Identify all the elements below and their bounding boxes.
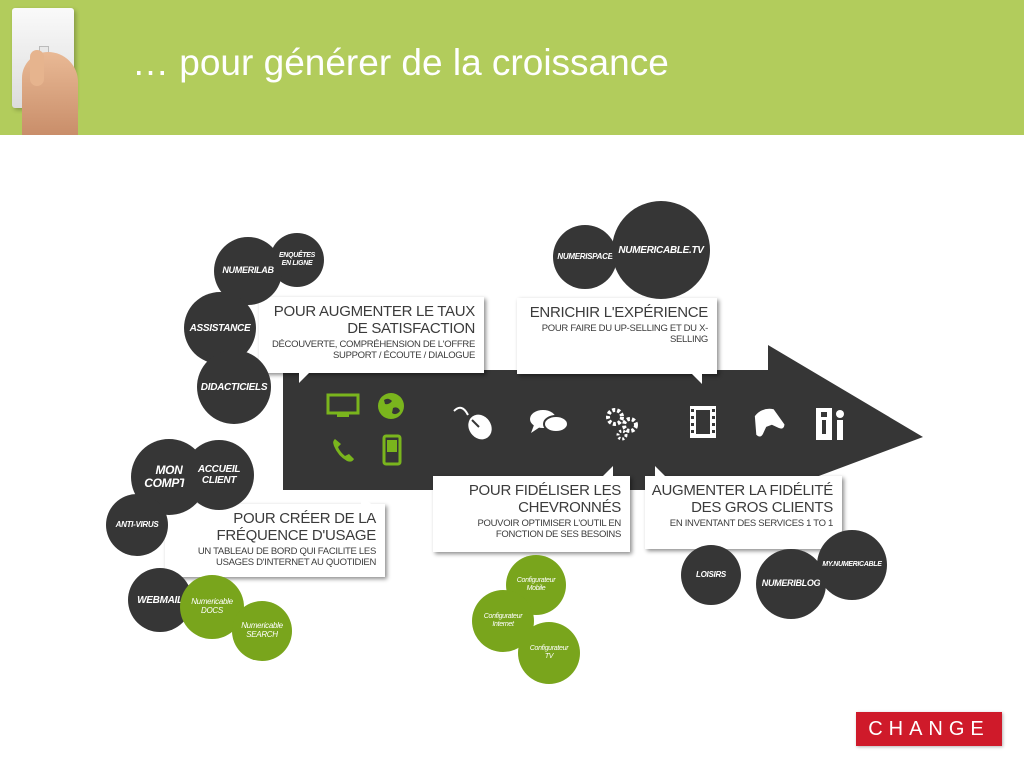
satisfaction-subtitle: Découverte, compréhension de l'offre sup… bbox=[271, 339, 475, 361]
bubble-mon-compte-label: MON COMPTE bbox=[144, 462, 194, 490]
chevronnes-subtitle: Pouvoir optimiser l'outil en fonction de… bbox=[477, 518, 621, 540]
gamepad-icon bbox=[754, 408, 785, 437]
experience-subtitle: Pour faire du up-selling et du x-selling bbox=[541, 323, 709, 345]
bubble-didacticiels-label: DIDACTICIELS bbox=[200, 381, 268, 393]
chat-icon bbox=[530, 410, 569, 433]
bubble-my-numericable-label: MY.NUMERICABLE bbox=[822, 561, 882, 569]
bubble-numericable-tv: NUMERICABLE.TV bbox=[612, 201, 710, 299]
frequence-title: Pour créer de la fréquence d'usage bbox=[216, 510, 377, 544]
callout-pointer bbox=[603, 466, 613, 476]
bubble-configurateur-tv-label: Configurateur TV bbox=[529, 645, 569, 660]
bubble-anti-virus-label: ANTI-VIRUS bbox=[115, 519, 159, 529]
chevronnes-callout: Pour fidéliser les chevronnés Pouvoir op… bbox=[433, 466, 630, 552]
globe-icon bbox=[378, 393, 404, 419]
bubble-loisirs-label: LOISIRS bbox=[696, 569, 726, 579]
bubble-enquetes-label: ENQUÊTES EN LIGNE bbox=[278, 252, 316, 267]
experience-callout: Enrichir l'expérience Pour faire du up-s… bbox=[517, 298, 717, 384]
mouse-icon bbox=[453, 406, 492, 440]
frequence-callout: Pour créer de la fréquence d'usage Un ta… bbox=[165, 494, 385, 577]
bubble-docs-label: Numericable DOCS bbox=[191, 597, 233, 615]
bubble-numeriblog: NUMERIBLOG bbox=[756, 549, 826, 619]
bubble-search-label: Numericable SEARCH bbox=[241, 621, 283, 639]
tv-icon bbox=[326, 393, 360, 417]
bubble-accueil-client-label: ACCUEIL CLIENT bbox=[197, 464, 241, 486]
bubble-anti-virus: ANTI-VIRUS bbox=[106, 494, 168, 556]
bubble-my-numericable: MY.NUMERICABLE bbox=[817, 530, 887, 600]
bubble-docs: Numericable DOCS bbox=[180, 575, 244, 639]
bubble-configurateur-tv: Configurateur TV bbox=[518, 622, 580, 684]
mobile-icon bbox=[382, 434, 402, 466]
bubble-accueil-client: ACCUEIL CLIENT bbox=[184, 440, 254, 510]
bubble-assistance-label: ASSISTANCE bbox=[189, 322, 251, 334]
main-arrow bbox=[283, 345, 923, 495]
gros-clients-title: Augmenter la fidélité des gros clients bbox=[651, 482, 834, 516]
bubble-configurateur-mobile: Configurateur Mobile bbox=[506, 555, 566, 615]
gros-clients-subtitle: En inventant des services 1 to 1 bbox=[669, 518, 834, 529]
gears-icon bbox=[606, 408, 638, 441]
phone-icon bbox=[333, 439, 354, 462]
satisfaction-title: Pour augmenter le taux de satisfaction bbox=[273, 303, 476, 337]
callout-pointer bbox=[361, 494, 371, 504]
experience-title: Enrichir l'expérience bbox=[529, 304, 709, 321]
chevronnes-title: Pour fidéliser les chevronnés bbox=[468, 482, 621, 516]
satisfaction-callout: Pour augmenter le taux de satisfaction D… bbox=[259, 297, 484, 383]
bubble-numerilab-label: NUMERILAB bbox=[222, 265, 274, 276]
callout-pointer bbox=[299, 373, 309, 383]
frequence-subtitle: Un tableau de bord qui facilite les usag… bbox=[197, 546, 376, 568]
callout-pointer bbox=[655, 466, 665, 476]
callout-pointer bbox=[692, 374, 702, 384]
bubble-numerispace-label: NUMERISPACE bbox=[557, 251, 613, 261]
bubble-didacticiels: DIDACTICIELS bbox=[197, 350, 271, 424]
bubble-numeriblog-label: NUMERIBLOG bbox=[761, 578, 821, 589]
bubble-configurateur-internet-label: Configurateur Internet bbox=[483, 613, 523, 628]
header-banner: … pour générer de la croissance bbox=[0, 0, 1024, 135]
bubble-loisirs: LOISIRS bbox=[681, 545, 741, 605]
change-logo: CHANGE bbox=[856, 712, 1002, 746]
bubble-configurateur-mobile-label: Configurateur Mobile bbox=[516, 577, 556, 592]
bubble-search: Numericable SEARCH bbox=[232, 601, 292, 661]
info-icon bbox=[816, 408, 844, 440]
gros-clients-callout: Augmenter la fidélité des gros clients E… bbox=[645, 466, 842, 549]
bubble-numericable-tv-label: NUMERICABLE.TV bbox=[618, 244, 704, 256]
bubble-webmail-label: WEBMAIL bbox=[137, 594, 183, 606]
page-title: … pour générer de la croissance bbox=[132, 42, 669, 83]
film-icon bbox=[690, 406, 716, 438]
bubble-numerispace: NUMERISPACE bbox=[553, 225, 617, 289]
finger-image bbox=[30, 50, 44, 86]
